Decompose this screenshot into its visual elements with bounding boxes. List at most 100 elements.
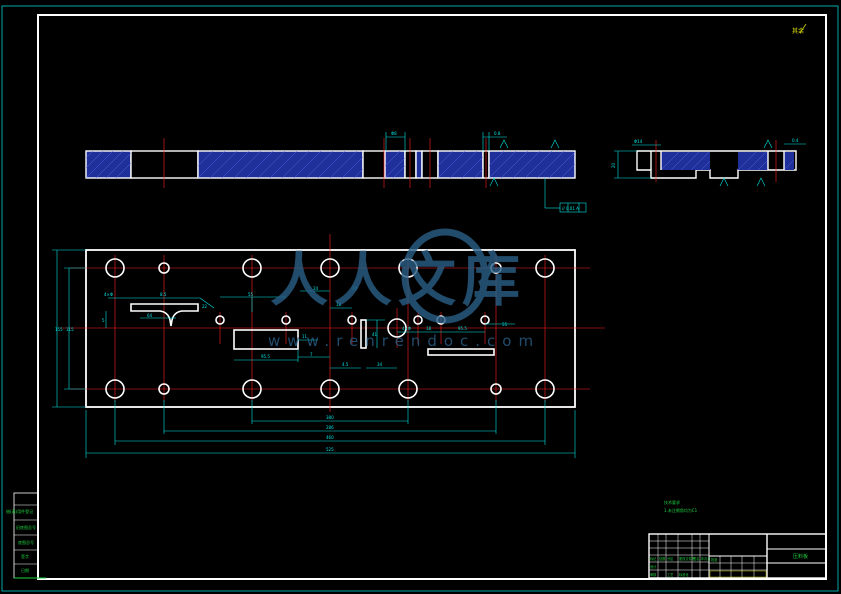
tb-cell-8: 审核 bbox=[650, 572, 657, 577]
tb-cell-3: 分区 bbox=[667, 556, 674, 561]
dim-slot-width: 8.5 bbox=[160, 292, 167, 297]
side-label-block: 借(通)用件登记 旧底图总号 底图总号 签字 日期 bbox=[6, 492, 46, 579]
dim-d2: 5 bbox=[102, 318, 105, 323]
plan-holes bbox=[105, 258, 555, 399]
side-section-view: Φ14 0.4 20 bbox=[611, 138, 806, 187]
dim-d9: 95.5 bbox=[261, 354, 270, 359]
section-hatch-2 bbox=[197, 150, 364, 179]
hole-large bbox=[535, 379, 555, 399]
dim-hole-label-right: 4×Φ bbox=[402, 326, 411, 331]
dim-section-top-1: Φ8 bbox=[391, 131, 397, 136]
plan-dimensions bbox=[52, 249, 576, 458]
tolerance-frame: // 0.01 A bbox=[562, 206, 579, 211]
section-gap-2 bbox=[362, 150, 386, 179]
dim-d11: 4.5 bbox=[342, 362, 349, 367]
tb-cell-1: 标记 bbox=[650, 556, 657, 561]
hole-large bbox=[242, 379, 262, 399]
part-name: 压料板 bbox=[793, 553, 808, 560]
watermark-logo-ring bbox=[401, 228, 489, 324]
tb-cell-2: 处数 bbox=[659, 556, 666, 561]
hole-mid bbox=[281, 315, 291, 325]
dim-hole-label-left: 4×Φ bbox=[104, 292, 113, 297]
section-hatch-1 bbox=[85, 150, 132, 179]
tb-cell-4: 更改文件号 bbox=[679, 556, 695, 561]
notes-title: 技术要求 bbox=[664, 499, 680, 505]
dim-bottom-1: 380 bbox=[326, 415, 334, 420]
watermark-url: www.renrendoc.com bbox=[268, 332, 540, 350]
tb-cell-7: 设计 bbox=[650, 564, 657, 569]
hole-large bbox=[105, 258, 125, 278]
side-label-1: 借(通)用件登记 bbox=[6, 508, 33, 514]
dim-d12: 34 bbox=[377, 362, 383, 367]
hole-mid bbox=[413, 315, 423, 325]
section-hatch-5 bbox=[437, 150, 484, 179]
slot-rect-1 bbox=[233, 329, 299, 350]
dim-d4: 55 bbox=[248, 292, 254, 297]
section-hatch-4 bbox=[415, 150, 423, 179]
hatch-lines bbox=[85, 150, 576, 179]
section-hatch-3 bbox=[384, 150, 406, 179]
dim-d7: 10 bbox=[352, 286, 358, 291]
slot-bottom bbox=[427, 348, 495, 356]
dim-d13: 41 bbox=[372, 332, 378, 337]
side-label-4: 签字 bbox=[21, 553, 29, 559]
dim-right-b: 95.5 bbox=[458, 326, 467, 331]
section-hatch-6 bbox=[488, 150, 576, 179]
front-section-view: Φ8 0.8 // 0.01 A bbox=[85, 131, 587, 213]
dim-right-view-1: Φ14 bbox=[634, 139, 643, 144]
title-block-yellow-row bbox=[709, 570, 767, 578]
dim-d10: 7 bbox=[310, 352, 313, 357]
hole-large bbox=[320, 379, 340, 399]
section-centerlines bbox=[163, 138, 487, 188]
dim-right-view-3: 20 bbox=[611, 162, 616, 168]
corner-mark: 其余 bbox=[792, 27, 804, 35]
dim-right-view-2: 0.4 bbox=[792, 138, 799, 143]
hole-large bbox=[320, 258, 340, 278]
tb-cell-10: 标准化 bbox=[679, 572, 689, 577]
plan-view: 4×Φ 8.5 22 5 64 55 24 18 10 11 95.5 7 4.… bbox=[52, 234, 605, 458]
watermark: 人人文库 www.renrendoc.com bbox=[268, 228, 540, 350]
dim-d5: 24 bbox=[313, 286, 319, 291]
tb-cell-9: 工艺 bbox=[667, 572, 673, 577]
hole-small bbox=[158, 383, 170, 395]
corner-mark-tick bbox=[799, 23, 807, 34]
side-label-2: 旧底图总号 bbox=[16, 524, 36, 530]
dim-bottom-4: 525 bbox=[326, 447, 334, 452]
slot-narrow bbox=[360, 319, 367, 349]
side-label-5: 日期 bbox=[21, 567, 29, 573]
side-label-3: 底图总号 bbox=[18, 539, 34, 545]
hole-small bbox=[158, 262, 170, 274]
hole-mid bbox=[215, 315, 225, 325]
hole-large bbox=[398, 379, 418, 399]
dim-height-inner: 115 bbox=[66, 327, 74, 332]
section-dimensions bbox=[385, 132, 587, 213]
hole-mid bbox=[347, 315, 357, 325]
dim-d8: 11 bbox=[302, 334, 308, 339]
hole-small bbox=[490, 383, 502, 395]
hole-large bbox=[105, 379, 125, 399]
dim-d6: 18 bbox=[336, 302, 342, 307]
dim-bottom-3: 460 bbox=[326, 435, 334, 440]
hole-large bbox=[535, 258, 555, 278]
dim-d3: 64 bbox=[147, 313, 153, 318]
hole-center bbox=[387, 318, 407, 338]
tb-cell-6: 年月日 bbox=[701, 556, 711, 561]
section-gap-1 bbox=[130, 150, 199, 179]
drawing-frame bbox=[37, 14, 827, 580]
hole-large bbox=[242, 258, 262, 278]
tb-cell-11: 批准 bbox=[711, 557, 718, 562]
plan-slots bbox=[130, 303, 495, 356]
outer-border bbox=[1, 5, 839, 592]
watermark-cn: 人人文库 bbox=[270, 246, 526, 314]
title-block: 标记 处数 分区 更改文件号 签名 年月日 设计 审核 工艺 标准化 批准 压料… bbox=[648, 533, 827, 579]
tb-cell-5: 签名 bbox=[693, 556, 699, 561]
section-gap-3 bbox=[404, 150, 417, 179]
dim-height-outer: 155 bbox=[55, 327, 63, 332]
slot-top-left bbox=[130, 303, 199, 327]
technical-notes: 技术要求 1.未注倒角均为C1 bbox=[664, 499, 698, 513]
dim-right-a: 18 bbox=[426, 326, 432, 331]
dim-right-c: 55 bbox=[502, 322, 508, 327]
dim-bottom-2: 286 bbox=[326, 425, 334, 430]
dim-d1: 22 bbox=[202, 304, 208, 309]
